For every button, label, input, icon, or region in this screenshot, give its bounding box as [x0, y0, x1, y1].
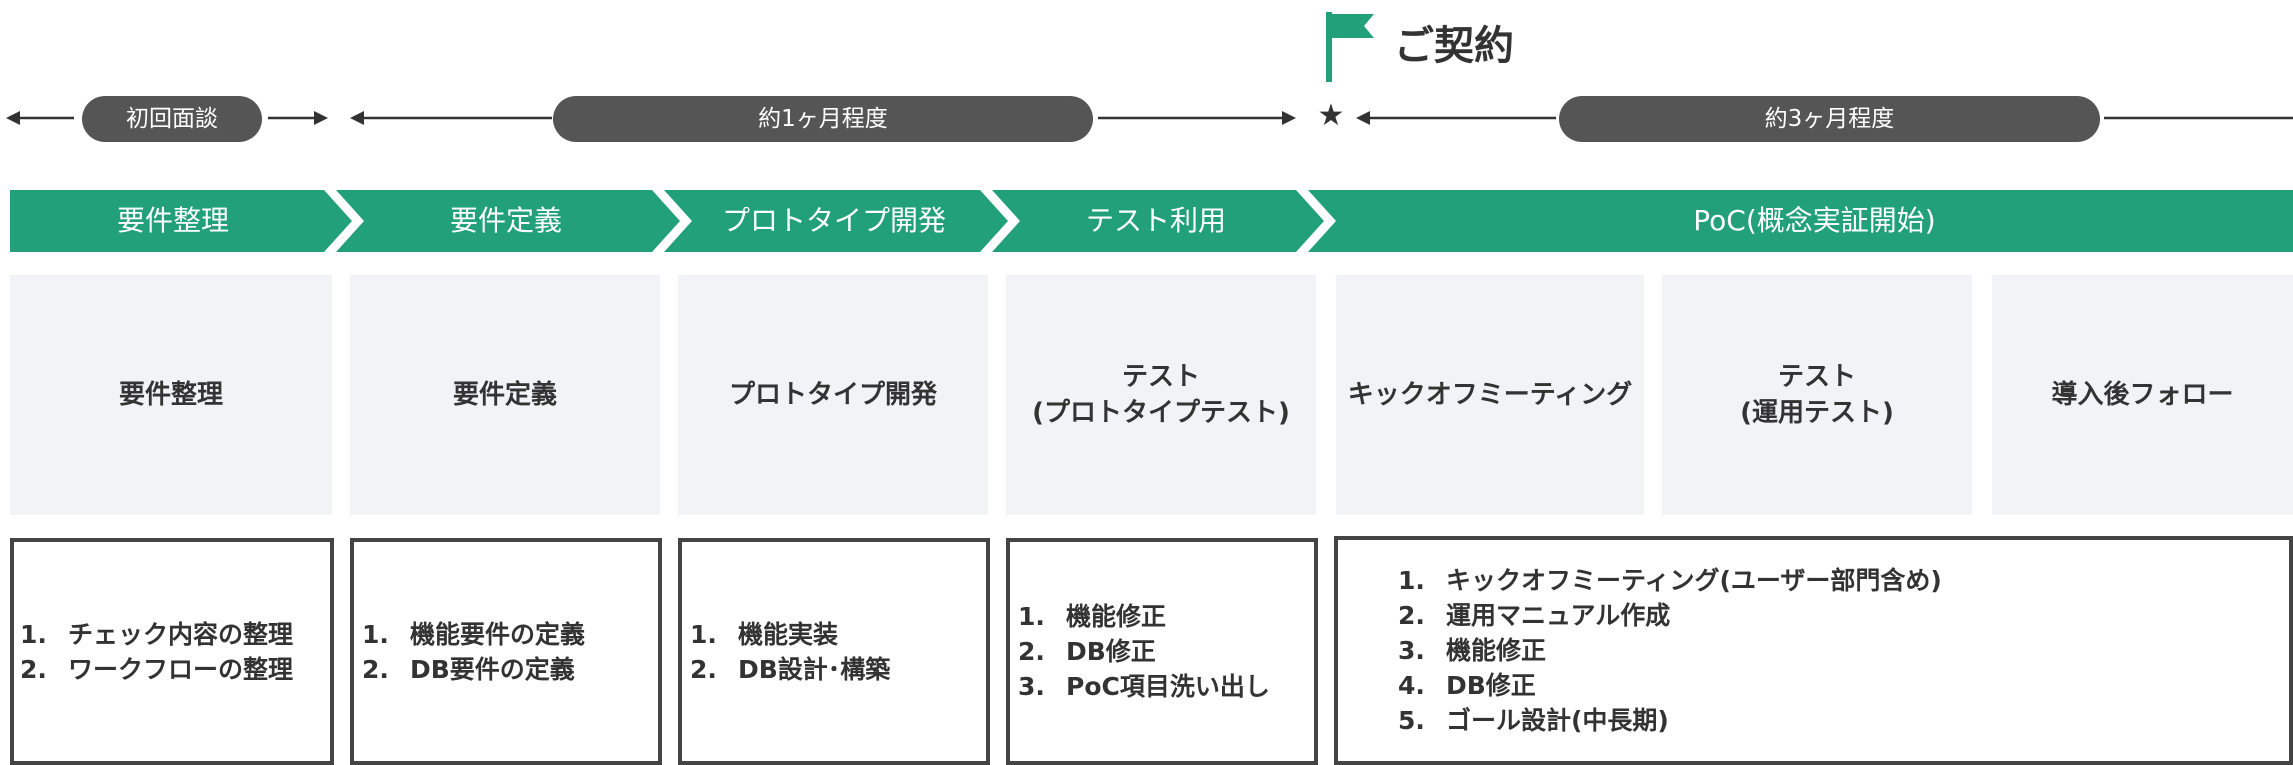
phase-chevron: [1308, 190, 2293, 252]
detail-list: 1. 機能要件の定義 2. DB要件の定義: [362, 617, 658, 687]
timeline-arrows: [6, 111, 2293, 125]
detail-item: 3. PoC項目洗い出し: [1018, 669, 1314, 704]
detail-item-text: DB要件の定義: [410, 654, 575, 684]
detail-item: 2. 運用マニュアル作成: [1398, 598, 2289, 633]
task-card-title: プロトタイプ開発: [728, 380, 937, 410]
task-card-kickoff-meeting: キックオフミーティング: [1336, 275, 1644, 515]
detail-item-number: 5.: [1398, 706, 1425, 735]
detail-item-number: 1.: [362, 619, 389, 649]
task-card-subtitle: (プロトタイプテスト): [1032, 398, 1290, 428]
detail-item: 1. 機能要件の定義: [362, 617, 658, 652]
detail-item: 2. DB要件の定義: [362, 652, 658, 687]
detail-item-number: 2.: [690, 654, 717, 684]
detail-list: 1. チェック内容の整理 2. ワークフローの整理: [20, 617, 330, 687]
phase-label-requirements-definition: 要件定義: [449, 204, 562, 237]
detail-item-text: 機能修正: [1446, 636, 1547, 665]
detail-item: 4. DB修正: [1398, 668, 2289, 703]
detail-list: 1. 機能実装 2. DB設計･構築: [690, 617, 986, 687]
detail-item: 1. 機能実装: [690, 617, 986, 652]
phase-label-poc: PoC(概念実証開始): [1693, 204, 1936, 237]
detail-item-number: 2.: [1398, 601, 1425, 630]
detail-item-number: 1.: [690, 619, 717, 649]
flag-icon: [1326, 12, 1374, 82]
detail-item-text: DB設計･構築: [738, 654, 891, 684]
task-card-title: キックオフミーティング: [1347, 380, 1633, 410]
task-card-title: 要件整理: [118, 380, 223, 410]
detail-list: 1. キックオフミーティング(ユーザー部門含め) 2. 運用マニュアル作成 3. 機能…: [1398, 563, 2289, 738]
detail-item-text: DB修正: [1446, 671, 1536, 700]
star-icon: ★: [1317, 98, 1345, 133]
phase-chevron: [10, 190, 352, 252]
arrow-left-icon: [1356, 111, 1370, 125]
detail-box-prototype-development: 1. 機能実装 2. DB設計･構築: [678, 538, 990, 765]
detail-item-text: 運用マニュアル作成: [1446, 601, 1671, 630]
contract-title: ご契約: [1394, 23, 1514, 69]
arrow-left-icon: [350, 111, 364, 125]
task-card-title: テスト: [1121, 362, 1200, 392]
detail-item: 1. キックオフミーティング(ユーザー部門含め): [1398, 563, 2289, 598]
task-card-prototype-development: プロトタイプ開発: [678, 275, 988, 515]
task-card-requirements-organization: 要件整理: [10, 275, 332, 515]
timeline-pill-three-months: 約3ヶ月程度: [1559, 96, 2100, 142]
arrow-left-icon: [6, 111, 20, 125]
detail-item-number: 2.: [20, 654, 47, 684]
detail-item-text: ゴール設計(中長期): [1446, 706, 1669, 735]
task-card-operation-test: テスト (運用テスト): [1662, 275, 1972, 515]
phase-chevron: [336, 190, 680, 252]
phase-chevron: [664, 190, 1008, 252]
detail-item: 3. 機能修正: [1398, 633, 2289, 668]
detail-item-number: 1.: [1018, 602, 1045, 631]
detail-item: 2. DB修正: [1018, 634, 1314, 669]
phase-label-requirements-organization: 要件整理: [116, 204, 229, 237]
phase-label-prototype-development: プロトタイプ開発: [721, 204, 946, 237]
detail-item: 1. チェック内容の整理: [20, 617, 330, 652]
detail-box-test-use: 1. 機能修正 2. DB修正 3. PoC項目洗い出し: [1006, 538, 1318, 765]
detail-item-text: キックオフミーティング(ユーザー部門含め): [1446, 566, 1942, 595]
task-card-post-introduction-follow: 導入後フォロー: [1992, 275, 2293, 515]
task-card-title: テスト: [1777, 362, 1856, 392]
arrow-right-icon: [314, 111, 328, 125]
detail-item-number: 2.: [1018, 637, 1045, 666]
detail-item: 2. DB設計･構築: [690, 652, 986, 687]
detail-item-text: チェック内容の整理: [68, 619, 294, 649]
detail-item-number: 3.: [1018, 672, 1045, 701]
task-card-title: 導入後フォロー: [2051, 380, 2234, 410]
task-card-prototype-test: テスト (プロトタイプテスト): [1006, 275, 1316, 515]
detail-item-text: 機能実装: [738, 619, 839, 649]
detail-item: 1. 機能修正: [1018, 599, 1314, 634]
detail-item-text: 機能要件の定義: [410, 619, 586, 649]
detail-item-text: 機能修正: [1066, 602, 1167, 631]
task-card-subtitle: (運用テスト): [1740, 398, 1894, 428]
detail-box-requirements-organization: 1. チェック内容の整理 2. ワークフローの整理: [10, 538, 334, 765]
detail-item-text: DB修正: [1066, 637, 1156, 666]
phase-label-test-use: テスト利用: [1085, 204, 1226, 237]
task-card-requirements-definition: 要件定義: [350, 275, 660, 515]
timeline-pill-initial-meeting: 初回面談: [82, 96, 262, 142]
timeline-pill-one-month: 約1ヶ月程度: [553, 96, 1093, 142]
arrow-right-icon: [1282, 111, 1296, 125]
task-card-title: 要件定義: [452, 380, 557, 410]
detail-item-number: 2.: [362, 654, 389, 684]
detail-box-poc: 1. キックオフミーティング(ユーザー部門含め) 2. 運用マニュアル作成 3. 機能…: [1334, 536, 2293, 765]
detail-list: 1. 機能修正 2. DB修正 3. PoC項目洗い出し: [1018, 599, 1314, 704]
phase-bar: [10, 190, 2293, 252]
detail-item-text: ワークフローの整理: [68, 654, 294, 684]
detail-item: 2. ワークフローの整理: [20, 652, 330, 687]
detail-item: 5. ゴール設計(中長期): [1398, 703, 2289, 738]
detail-item-number: 1.: [20, 619, 47, 649]
detail-item-number: 3.: [1398, 636, 1425, 665]
detail-item-number: 4.: [1398, 671, 1425, 700]
detail-item-number: 1.: [1398, 566, 1425, 595]
phase-chevron: [992, 190, 1324, 252]
detail-item-text: PoC項目洗い出し: [1066, 672, 1270, 701]
detail-box-requirements-definition: 1. 機能要件の定義 2. DB要件の定義: [350, 538, 662, 765]
